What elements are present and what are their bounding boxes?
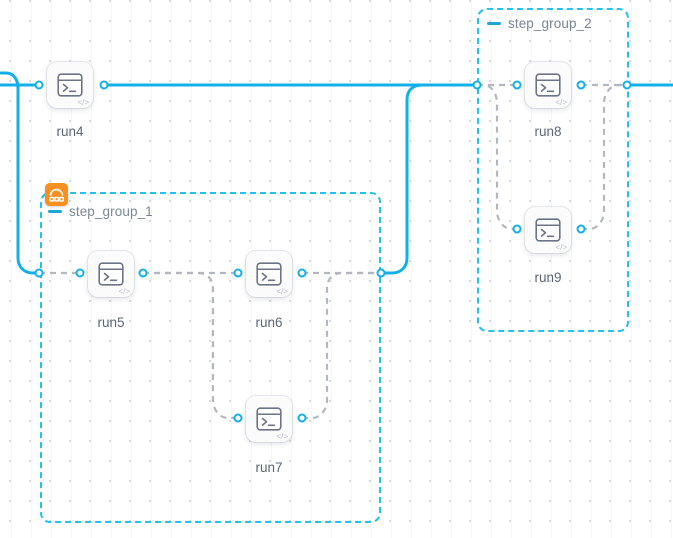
- port-run6-out[interactable]: [297, 268, 307, 278]
- port-group2-out[interactable]: [622, 80, 632, 90]
- port-run9-out[interactable]: [576, 224, 586, 234]
- terminal-icon: [535, 73, 561, 97]
- port-group1-in[interactable]: [34, 268, 44, 278]
- port-group2-in[interactable]: [472, 80, 482, 90]
- node-run5[interactable]: </>: [88, 251, 134, 297]
- minus-icon[interactable]: [48, 210, 62, 213]
- terminal-icon: [535, 218, 561, 242]
- group-step_group_1[interactable]: [40, 192, 381, 523]
- gauge-icon: [45, 183, 68, 206]
- edge-run4-to-group1-out: [379, 83, 424, 275]
- port-run8-in[interactable]: [512, 80, 522, 90]
- node-run6[interactable]: </>: [246, 251, 292, 297]
- terminal-icon: [57, 73, 83, 97]
- node-label-run8: run8: [534, 124, 562, 139]
- terminal-icon: [98, 262, 124, 286]
- group-label-step_group_1[interactable]: step_group_1: [48, 204, 153, 219]
- node-label-run7: run7: [255, 460, 283, 475]
- group-name-text: step_group_1: [69, 204, 153, 219]
- group-step_group_2[interactable]: [477, 8, 629, 332]
- port-run6-in[interactable]: [233, 268, 243, 278]
- port-run5-in[interactable]: [75, 268, 85, 278]
- code-badge: </>: [555, 98, 567, 107]
- port-run4-in[interactable]: [34, 80, 44, 90]
- node-label-run9: run9: [534, 270, 562, 285]
- code-badge: </>: [555, 243, 567, 252]
- port-run5-out[interactable]: [138, 268, 148, 278]
- port-run8-out[interactable]: [576, 80, 586, 90]
- port-group1-out[interactable]: [376, 268, 386, 278]
- code-badge: </>: [276, 432, 288, 441]
- code-badge: </>: [77, 98, 89, 107]
- code-badge: </>: [276, 287, 288, 296]
- group-label-step_group_2[interactable]: step_group_2: [487, 16, 592, 31]
- port-run7-in[interactable]: [233, 413, 243, 423]
- edge-left-to-group1: [0, 71, 41, 275]
- node-run9[interactable]: </>: [525, 207, 571, 253]
- port-run4-out[interactable]: [99, 80, 109, 90]
- terminal-icon: [256, 262, 282, 286]
- node-label-run5: run5: [97, 315, 125, 330]
- node-label-run4: run4: [56, 124, 84, 139]
- minus-icon[interactable]: [487, 22, 501, 25]
- node-label-run6: run6: [255, 315, 283, 330]
- code-badge: </>: [118, 287, 130, 296]
- port-run9-in[interactable]: [512, 224, 522, 234]
- port-run7-out[interactable]: [297, 413, 307, 423]
- node-run8[interactable]: </>: [525, 62, 571, 108]
- group-name-text: step_group_2: [508, 16, 592, 31]
- node-run4[interactable]: </>: [47, 62, 93, 108]
- terminal-icon: [256, 407, 282, 431]
- node-run7[interactable]: </>: [246, 396, 292, 442]
